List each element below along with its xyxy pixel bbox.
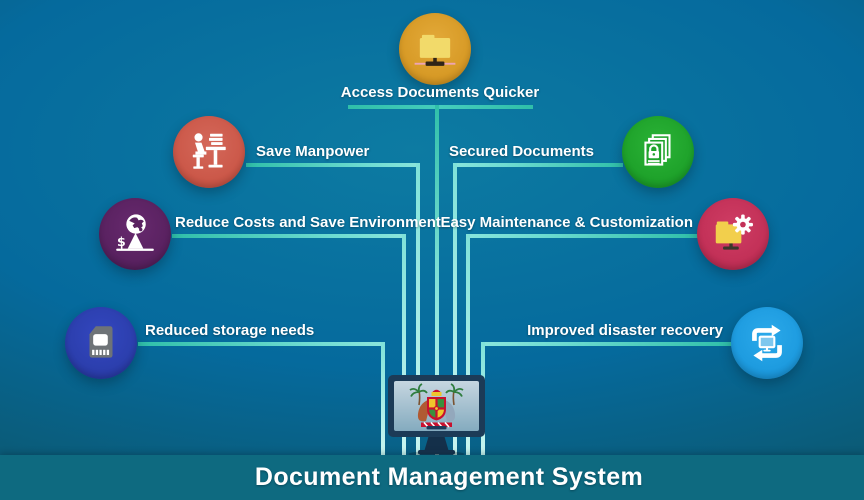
connector-save-manpower-vertical <box>416 163 420 457</box>
connector-disaster-horizontal <box>481 342 733 346</box>
label-reduced-storage: Reduced storage needs <box>145 322 315 339</box>
connector-storage-horizontal <box>138 342 385 346</box>
shared-folder-icon <box>414 34 456 66</box>
label-secured-documents: Secured Documents <box>448 143 594 160</box>
label-access-documents: Access Documents Quicker <box>340 84 540 101</box>
node-secured-documents <box>622 116 694 188</box>
node-reduced-storage <box>65 307 137 379</box>
sync-recovery-icon <box>752 324 782 362</box>
label-easy-maintenance: Easy Maintenance & Customization <box>440 214 693 231</box>
label-save-manpower: Save Manpower <box>256 143 370 160</box>
worker-desk-icon <box>192 133 226 169</box>
connector-hub-vertical <box>435 105 439 457</box>
coat-of-arms-monitor-icon <box>388 375 485 457</box>
memory-card-icon <box>89 326 113 358</box>
folder-gear-icon <box>715 214 753 250</box>
connector-secured-horizontal <box>453 163 623 167</box>
monitor <box>388 375 485 457</box>
connector-reduce-costs-horizontal <box>172 234 406 238</box>
connector-hub-horizontal <box>348 105 533 109</box>
locked-documents-icon <box>644 134 671 166</box>
connector-reduce-costs-vertical <box>402 234 406 457</box>
connector-easy-maintenance-vertical <box>466 234 470 457</box>
connector-easy-maintenance-horizontal <box>466 234 698 238</box>
globe-balance-icon: $ <box>116 214 154 251</box>
svg-text:$: $ <box>117 234 126 249</box>
node-disaster-recovery <box>731 307 803 379</box>
node-access-documents <box>399 13 471 85</box>
label-disaster-recovery: Improved disaster recovery <box>527 322 723 339</box>
connector-storage-vertical <box>381 342 385 457</box>
footer-bar: Document Management System <box>0 455 864 500</box>
page-title: Document Management System <box>254 463 644 491</box>
node-save-manpower <box>173 116 245 188</box>
label-reduce-costs: Reduce Costs and Save Environment <box>175 214 441 231</box>
node-easy-maintenance <box>697 198 769 270</box>
node-reduce-costs: $ <box>99 198 171 270</box>
connector-secured-vertical <box>453 163 457 457</box>
connector-save-manpower-horizontal <box>246 163 420 167</box>
